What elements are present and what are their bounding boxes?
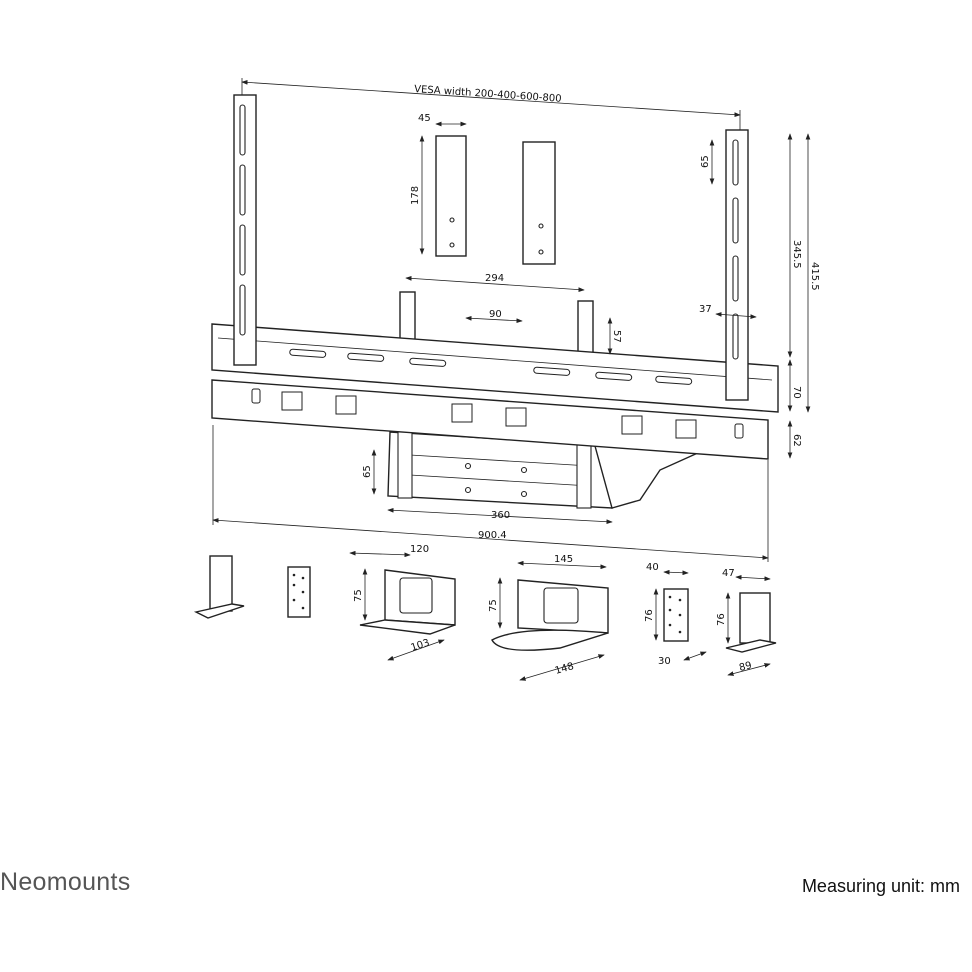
extension-bracket-b [522,141,556,265]
dim-62: 62 [791,434,802,447]
accessory-l-bracket-small [193,555,245,619]
dim-30: 30 [658,656,671,667]
dim-40: 40 [646,562,659,573]
dim-65-top: 65 [700,155,711,168]
vesa-width-dimension: VESA width 200-400-600-800 [241,78,741,130]
accessory-adapter-plate-b: 40 76 30 [644,562,707,667]
accessory-camera-shelf-120: 120 75 103 [349,544,456,661]
dim-900-4: 900.4 [478,530,507,541]
dim-75-a: 75 [353,589,364,602]
vesa-width-label: VESA width 200-400-600-800 [414,84,562,105]
upright-left [233,94,257,366]
dimensions: 45 178 65 345.5 415.5 70 62 294 90 57 37… [212,113,820,562]
dim-103: 103 [410,637,432,653]
dim-148: 148 [554,661,575,677]
dim-360: 360 [491,510,510,521]
dim-345-5: 345.5 [791,240,802,269]
dim-65-left: 65 [362,465,373,478]
dim-57: 57 [611,330,622,343]
dim-89: 89 [738,660,753,674]
dim-76-b: 76 [716,613,727,626]
dim-47: 47 [722,568,735,579]
dim-145: 145 [554,554,573,565]
accessory-camera-shelf-145: 145 75 148 [488,554,609,681]
upright-right [725,129,749,401]
brand-logo: Neomounts [0,868,131,896]
measuring-unit: Measuring unit: mm [801,876,960,896]
front-plate [211,379,769,460]
accessory-l-bracket-large: 47 76 89 [716,568,777,676]
extension-bracket-a [435,135,467,257]
dim-415-5: 415.5 [809,262,820,291]
dim-90: 90 [489,309,502,320]
dim-178: 178 [410,186,421,205]
dim-70: 70 [791,386,802,399]
dim-294: 294 [485,273,504,284]
accessory-adapter-plate-a [287,566,311,618]
dim-120: 120 [410,544,429,555]
dim-37: 37 [699,304,712,315]
dim-45: 45 [418,113,431,124]
dim-76-a: 76 [644,609,655,622]
dim-75-b: 75 [488,599,499,612]
upper-rail [211,323,779,413]
